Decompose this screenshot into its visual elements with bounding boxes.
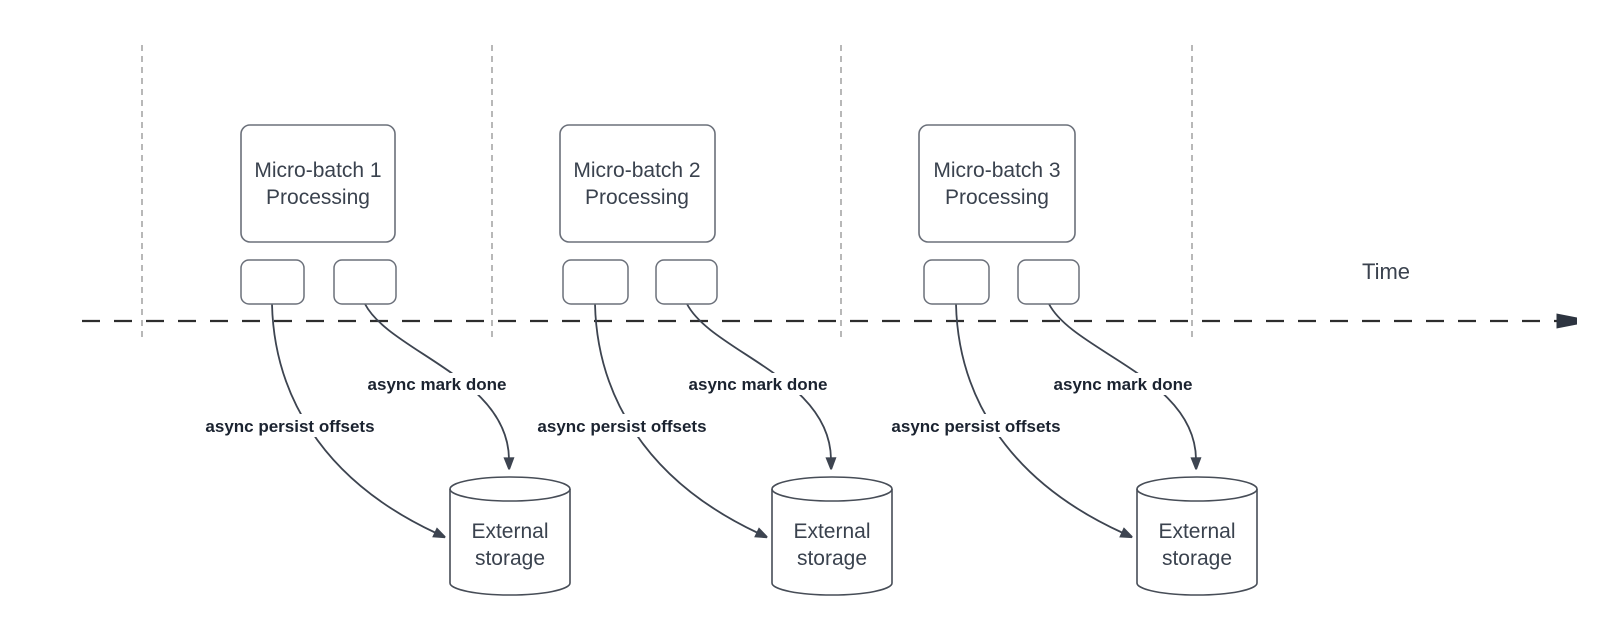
batch-1-done-chip — [333, 259, 397, 305]
batch-2-cylinder-rim — [771, 488, 893, 502]
batch-1-processing-box — [240, 124, 396, 243]
batch-1-title-line2: Processing — [266, 186, 370, 209]
batch-2-mark-done-label: async mark done — [689, 375, 828, 394]
batch-2-external-storage-cylinder — [771, 476, 893, 596]
batch-2-done-chip — [655, 259, 718, 305]
label-bg — [193, 414, 387, 437]
batch-3-title-line1: Micro-batch 3 — [933, 159, 1060, 182]
batch-2-storage-line2: storage — [797, 547, 867, 570]
batch-3-mark-done-arrow — [1048, 303, 1196, 459]
batch-1-cylinder-rim — [449, 488, 571, 502]
label-bg — [363, 373, 511, 395]
label-bg — [684, 373, 832, 395]
batch-1-external-storage-cylinder — [449, 476, 571, 596]
batch-1-storage-line1: External — [471, 520, 548, 543]
batch-3-cylinder-rim — [1136, 488, 1258, 502]
batch-2-storage-line1: External — [793, 520, 870, 543]
batch-1-offset-chip — [240, 259, 305, 305]
batch-1-mark-done-arrow — [364, 303, 509, 459]
batch-1-title-line1: Micro-batch 1 — [254, 159, 381, 182]
batch-3-offset-chip — [923, 259, 990, 305]
batch-3-persist-offsets-label: async persist offsets — [891, 417, 1060, 436]
batch-3-external-storage-cylinder — [1136, 476, 1258, 596]
label-bg — [525, 414, 719, 437]
label-bg — [879, 414, 1073, 437]
label-bg — [1049, 373, 1197, 395]
batch-2-persist-offsets-label: async persist offsets — [537, 417, 706, 436]
batch-2-processing-box — [559, 124, 716, 243]
batch-1-mark-done-label: async mark done — [368, 375, 507, 394]
time-axis-label: Time — [1362, 259, 1410, 284]
batch-3-mark-done-label: async mark done — [1054, 375, 1193, 394]
batch-3-title-line2: Processing — [945, 186, 1049, 209]
batch-1-storage-line2: storage — [475, 547, 545, 570]
batch-3-processing-box — [918, 124, 1076, 243]
batch-2-title-line1: Micro-batch 2 — [573, 159, 700, 182]
batch-2-group: Micro-batch 2 Processing async persist o… — [525, 124, 893, 596]
batch-3-group: Micro-batch 3 Processing async persist o… — [879, 124, 1258, 596]
batch-2-title-line2: Processing — [585, 186, 689, 209]
batch-3-storage-line2: storage — [1162, 547, 1232, 570]
batch-2-offset-chip — [562, 259, 629, 305]
batch-2-mark-done-arrow — [686, 303, 831, 459]
batch-1-persist-offsets-label: async persist offsets — [205, 417, 374, 436]
batch-3-done-chip — [1017, 259, 1080, 305]
batch-3-storage-line1: External — [1158, 520, 1235, 543]
batch-1-group: Micro-batch 1 Processing async persist o… — [193, 124, 571, 596]
